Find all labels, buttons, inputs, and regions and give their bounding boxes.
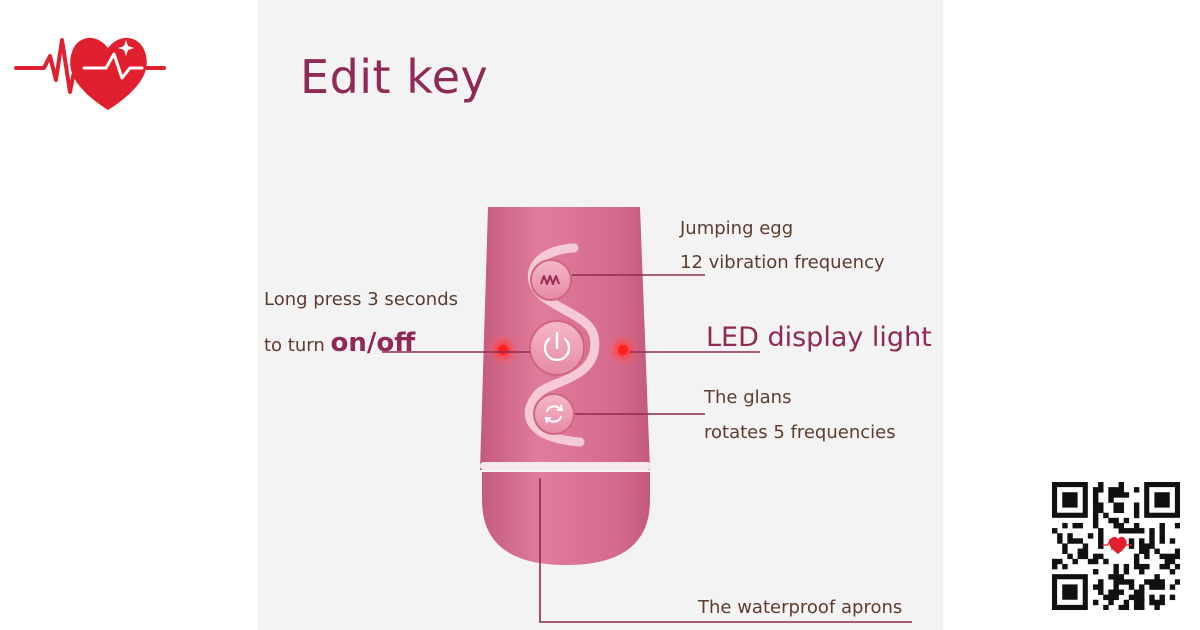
page-title: Edit key	[300, 50, 489, 104]
label-waterproof-aprons: The waterproof aprons	[698, 597, 903, 618]
label-jumping-egg: Jumping egg	[680, 218, 794, 239]
label-onoff: on/off	[330, 328, 416, 358]
power-button	[529, 320, 585, 376]
rotate-button	[533, 393, 575, 435]
label-turn-onoff: to turn on/off	[264, 328, 415, 358]
rotate-icon	[546, 405, 562, 423]
qr-code-icon[interactable]	[1052, 482, 1180, 610]
label-long-press: Long press 3 seconds	[264, 289, 459, 310]
label-rotates-frequencies: rotates 5 frequencies	[704, 422, 896, 443]
label-glans: The glans	[704, 387, 792, 408]
device-cap	[482, 472, 650, 565]
label-led-display-light: LED display light	[706, 322, 932, 353]
label-turn-prefix: to turn	[264, 335, 325, 356]
label-vibration-frequency: 12 vibration frequency	[680, 252, 885, 273]
wave-icon	[540, 275, 560, 285]
wave-button	[530, 259, 572, 301]
power-icon	[543, 337, 571, 362]
heart-heartbeat-icon	[14, 32, 166, 110]
seal-ring	[480, 462, 651, 470]
